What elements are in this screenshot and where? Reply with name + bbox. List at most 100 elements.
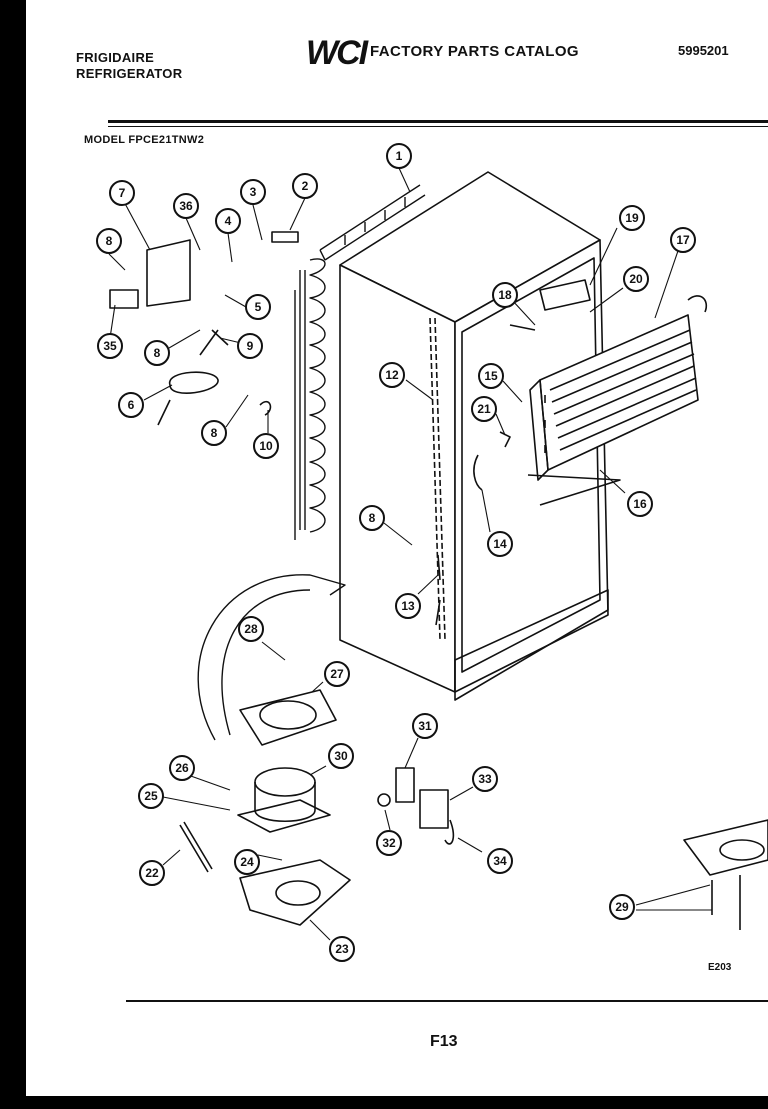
callout-label: 21: [477, 402, 491, 416]
callout-c23: 23: [329, 936, 355, 962]
cabinet: [339, 171, 609, 701]
callout-circle: [109, 180, 135, 206]
drier: [179, 821, 213, 873]
callout-label: 30: [334, 749, 348, 763]
callout-label: 2: [302, 179, 309, 193]
callout-c28: 28: [238, 616, 264, 642]
callout-c16: 16: [627, 491, 653, 517]
callout-circle: [245, 294, 271, 320]
callout-label: 31: [418, 719, 432, 733]
callout-circle: [492, 282, 518, 308]
callout-label: 26: [175, 761, 189, 775]
callout-c35: 35: [97, 333, 123, 359]
callout-circle: [144, 340, 170, 366]
catalog-title: FACTORY PARTS CATALOG: [370, 43, 579, 60]
callout-c10: 10: [253, 433, 279, 459]
callout-c8d: 8: [359, 505, 385, 531]
callout-c13: 13: [395, 593, 421, 619]
header-rule-bottom: [108, 126, 768, 127]
callout-circle: [623, 266, 649, 292]
catalog-code: 5995201: [678, 43, 729, 58]
callout-c4: 4: [215, 208, 241, 234]
drawing-code: E203: [708, 962, 732, 973]
callout-label: 7: [119, 186, 126, 200]
callout-label: 33: [478, 772, 492, 786]
callout-c1: 1: [386, 143, 412, 169]
callout-label: 36: [179, 199, 193, 213]
callout-circle: [609, 894, 635, 920]
callout-label: 16: [633, 497, 647, 511]
callout-c8a: 8: [96, 228, 122, 254]
callout-label: 24: [240, 855, 254, 869]
callout-circle: [471, 396, 497, 422]
callout-circle: [487, 848, 513, 874]
condenser-coil: [294, 184, 426, 540]
callout-c12: 12: [379, 362, 405, 388]
callout-label: 8: [211, 426, 218, 440]
callout-label: 27: [330, 667, 344, 681]
callout-circle: [478, 363, 504, 389]
callout-c19: 19: [619, 205, 645, 231]
callout-label: 1: [396, 149, 403, 163]
callout-c24: 24: [234, 849, 260, 875]
callout-c5: 5: [245, 294, 271, 320]
callout-circle: [96, 228, 122, 254]
callout-c22: 22: [139, 860, 165, 886]
callout-c29: 29: [609, 894, 635, 920]
callout-c36a: 36: [173, 193, 199, 219]
callout-circle: [627, 491, 653, 517]
callout-circle: [201, 420, 227, 446]
callout-c9: 9: [237, 333, 263, 359]
header-rule-top: [108, 120, 768, 123]
footer-rule: [126, 1000, 768, 1002]
callout-circle: [234, 849, 260, 875]
callout-c2: 2: [292, 173, 318, 199]
callout-c34: 34: [487, 848, 513, 874]
callout-label: 4: [225, 214, 232, 228]
callout-circle: [118, 392, 144, 418]
callout-label: 23: [335, 942, 349, 956]
callout-label: 14: [493, 537, 507, 551]
callout-label: 15: [484, 369, 498, 383]
callout-label: 6: [128, 398, 135, 412]
callout-label: 12: [385, 368, 399, 382]
brand-name: FRIGIDAIRE: [76, 50, 155, 65]
callout-circle: [292, 173, 318, 199]
callout-label: 35: [103, 339, 117, 353]
compressor-assembly: [237, 689, 351, 926]
callout-circle: [238, 616, 264, 642]
callout-c15: 15: [478, 363, 504, 389]
callout-circle: [324, 661, 350, 687]
evaporator: [527, 295, 707, 506]
callout-c27: 27: [324, 661, 350, 687]
callout-c33: 33: [472, 766, 498, 792]
callout-label: 8: [369, 511, 376, 525]
callout-c7: 7: [109, 180, 135, 206]
callout-label: 19: [625, 211, 639, 225]
callout-circle: [386, 143, 412, 169]
callout-circle: [139, 860, 165, 886]
callout-circle: [328, 743, 354, 769]
callout-c8b: 8: [144, 340, 170, 366]
page-number: F13: [430, 1033, 458, 1050]
callout-label: 18: [498, 288, 512, 302]
callout-label: 17: [676, 233, 690, 247]
callout-label: 3: [250, 185, 257, 199]
callout-label: 8: [154, 346, 161, 360]
callout-c8c: 8: [201, 420, 227, 446]
callout-circle: [359, 505, 385, 531]
product-type: REFRIGERATOR: [76, 66, 183, 81]
callout-label: 8: [106, 234, 113, 248]
wci-logo: WCI: [306, 34, 368, 72]
callout-circle: [487, 531, 513, 557]
callout-c30: 30: [328, 743, 354, 769]
callout-label: 29: [615, 900, 629, 914]
callout-c17: 17: [670, 227, 696, 253]
callout-circle: [240, 179, 266, 205]
partial-view: [683, 819, 768, 930]
callout-circle: [619, 205, 645, 231]
callout-c18: 18: [492, 282, 518, 308]
callout-label: 5: [255, 300, 262, 314]
callout-label: 9: [247, 339, 254, 353]
